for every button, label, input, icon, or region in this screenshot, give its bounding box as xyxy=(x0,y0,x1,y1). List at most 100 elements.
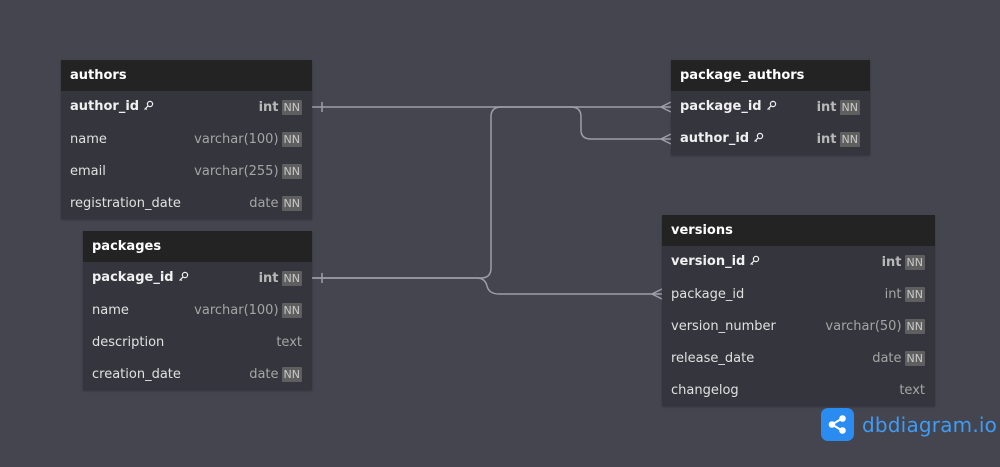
not-null-badge: NN xyxy=(281,99,302,115)
field-name: package_id xyxy=(680,99,817,115)
primary-key-icon xyxy=(178,271,189,286)
field-name-text: package_id xyxy=(92,270,174,285)
dbdiagram-watermark[interactable]: dbdiagram.io xyxy=(821,408,997,441)
not-null-badge: NN xyxy=(281,302,302,318)
field-type-text: date xyxy=(249,366,279,382)
field-name: release_date xyxy=(671,351,872,366)
field-row[interactable]: email varchar(255)NN xyxy=(61,155,312,187)
field-type-text: date xyxy=(872,350,902,366)
field-name: name xyxy=(70,132,194,147)
table-header[interactable]: versions xyxy=(662,215,935,246)
many-marker-package-authors-author-id xyxy=(659,133,672,145)
field-type-text: varchar(100) xyxy=(194,131,279,147)
table-header[interactable]: packages xyxy=(83,231,312,262)
field-type-text: varchar(50) xyxy=(825,318,902,334)
field-name: changelog xyxy=(671,383,899,398)
not-null-badge: NN xyxy=(281,163,302,179)
field-name: package_id xyxy=(92,270,259,286)
field-name-text: author_id xyxy=(680,131,750,146)
field-type-text: int xyxy=(816,99,837,115)
not-null-badge: NN xyxy=(904,318,925,334)
field-type-text: varchar(100) xyxy=(194,302,279,318)
field-type-text: int xyxy=(258,270,279,286)
field-name-text: name xyxy=(92,302,129,318)
field-name-text: creation_date xyxy=(92,366,181,382)
field-name-text: release_date xyxy=(671,350,755,366)
field-row[interactable]: changelog text xyxy=(662,374,935,406)
not-null-badge: NN xyxy=(281,131,302,147)
field-row[interactable]: name varchar(100)NN xyxy=(83,294,312,326)
field-type: varchar(100)NN xyxy=(194,302,302,318)
field-type: varchar(100)NN xyxy=(194,131,302,147)
field-type-text: text xyxy=(276,334,302,350)
connector-packages-versions xyxy=(312,277,662,295)
field-type: varchar(255)NN xyxy=(194,163,302,179)
field-name-text: author_id xyxy=(70,99,140,114)
field-name-text: email xyxy=(70,163,106,179)
field-row[interactable]: name varchar(100)NN xyxy=(61,123,312,155)
field-name-text: name xyxy=(70,131,107,147)
table-header[interactable]: authors xyxy=(61,60,312,91)
field-name: registration_date xyxy=(70,196,249,211)
field-name-text: package_id xyxy=(680,99,762,114)
field-name: version_id xyxy=(671,254,882,270)
field-name: author_id xyxy=(70,99,259,115)
connector-packages-package-authors xyxy=(312,106,671,279)
primary-key-icon xyxy=(143,100,154,115)
not-null-badge: NN xyxy=(839,131,860,147)
not-null-badge: NN xyxy=(904,254,925,270)
field-name-text: version_id xyxy=(671,254,746,269)
connector-authors-package-authors xyxy=(312,106,671,140)
field-name: name xyxy=(92,303,194,318)
many-marker-package-authors-package-id xyxy=(659,101,672,113)
field-type: text xyxy=(899,383,925,398)
field-type: varchar(50)NN xyxy=(825,318,925,334)
not-null-badge: NN xyxy=(281,195,302,211)
not-null-badge: NN xyxy=(904,286,925,302)
field-name: description xyxy=(92,335,276,350)
watermark-text: dbdiagram.io xyxy=(862,412,998,437)
field-name: author_id xyxy=(680,131,817,147)
many-marker-versions-package-id xyxy=(650,288,663,300)
not-null-badge: NN xyxy=(281,270,302,286)
field-name: version_number xyxy=(671,319,825,334)
field-type-text: int xyxy=(884,286,902,302)
table-header[interactable]: package_authors xyxy=(671,60,870,91)
field-type-text: int xyxy=(258,99,279,115)
field-name-text: changelog xyxy=(671,382,739,398)
not-null-badge: NN xyxy=(281,366,302,382)
dbdiagram-logo-icon xyxy=(821,408,854,441)
primary-key-icon xyxy=(766,100,777,115)
field-name-text: registration_date xyxy=(70,195,181,211)
field-type: text xyxy=(276,335,302,350)
not-null-badge: NN xyxy=(839,99,860,115)
field-type-text: date xyxy=(249,195,279,211)
field-type-text: int xyxy=(816,131,837,147)
field-name: package_id xyxy=(671,287,885,302)
